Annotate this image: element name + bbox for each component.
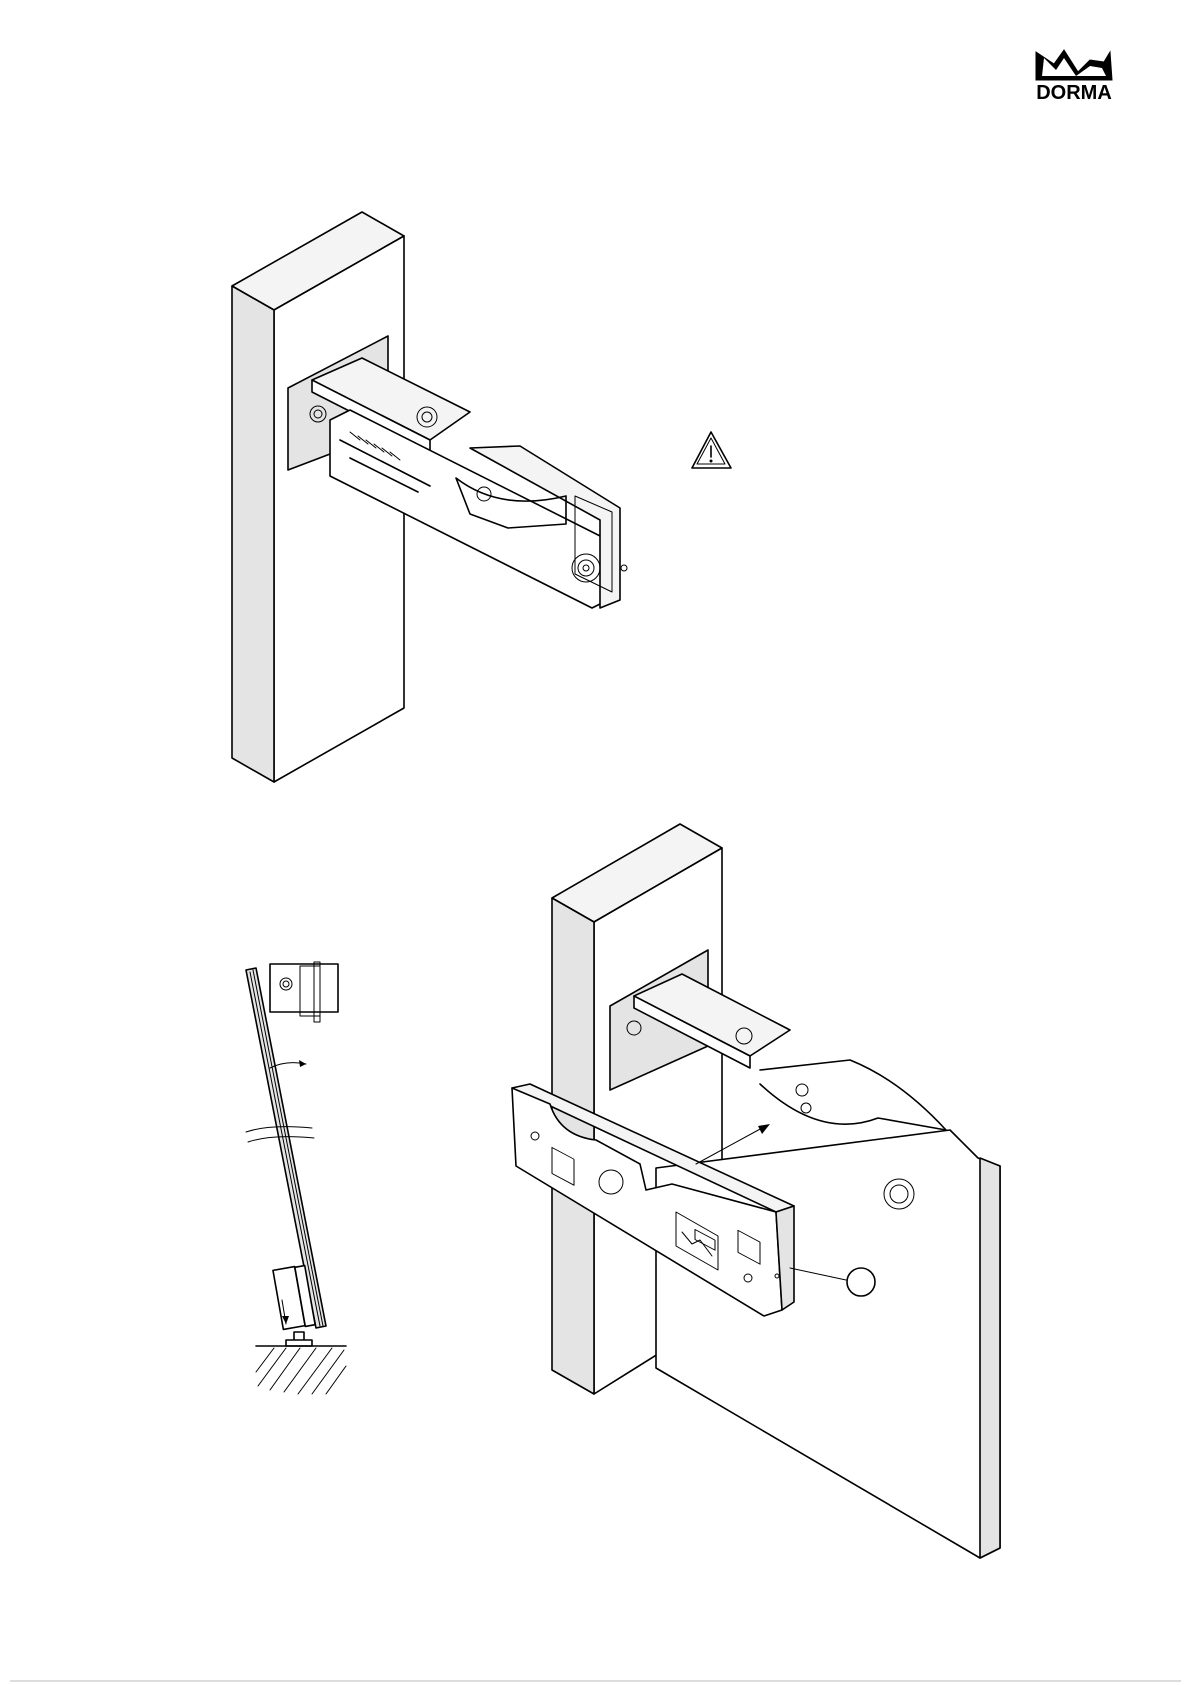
top-fitting-side (270, 962, 338, 1022)
floor-hatch (256, 1346, 346, 1394)
brand-logo: DORMA (1036, 50, 1112, 104)
warning-triangle-icon (692, 432, 731, 468)
figure-cover-plate (512, 824, 1000, 1558)
figure-panel-side-view (246, 962, 346, 1394)
brand-logo-text: DORMA (1036, 82, 1112, 104)
figure-hinge-body (232, 212, 731, 782)
